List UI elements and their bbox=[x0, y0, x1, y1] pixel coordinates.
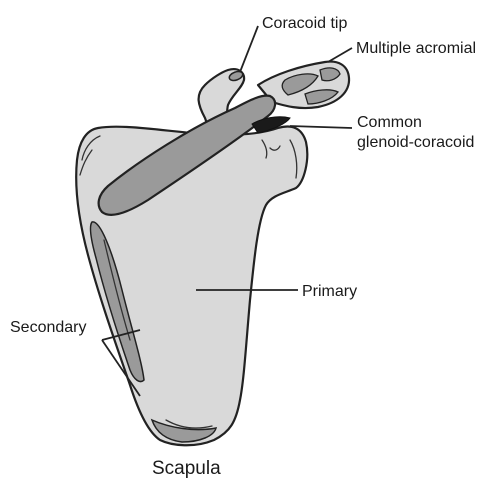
acromial-center-1 bbox=[281, 73, 319, 96]
leader-multiple-acromial bbox=[327, 47, 353, 63]
leader-common bbox=[289, 125, 353, 129]
inferior-angle-center bbox=[150, 418, 218, 443]
label-common-line2: glenoid-coracoid bbox=[357, 134, 474, 151]
vertebral-border-center bbox=[89, 221, 145, 383]
diagram-caption: Scapula bbox=[152, 458, 221, 479]
label-secondary: Secondary bbox=[10, 319, 87, 336]
leader-coracoid-tip bbox=[239, 25, 259, 73]
label-coracoid-tip: Coracoid tip bbox=[262, 15, 347, 32]
scapular-spine-center bbox=[97, 94, 277, 217]
leader-secondary-1 bbox=[101, 329, 141, 341]
label-primary: Primary bbox=[302, 283, 357, 300]
coracoid-tip-center bbox=[228, 70, 244, 82]
acromial-center-3 bbox=[304, 89, 339, 105]
glenoid-coracoid-center bbox=[251, 116, 291, 134]
label-multiple-acromial: Multiple acromial bbox=[356, 40, 476, 57]
label-common-line1: Common bbox=[357, 114, 422, 131]
acromial-center-2 bbox=[319, 67, 341, 82]
leader-secondary-2 bbox=[101, 339, 141, 397]
